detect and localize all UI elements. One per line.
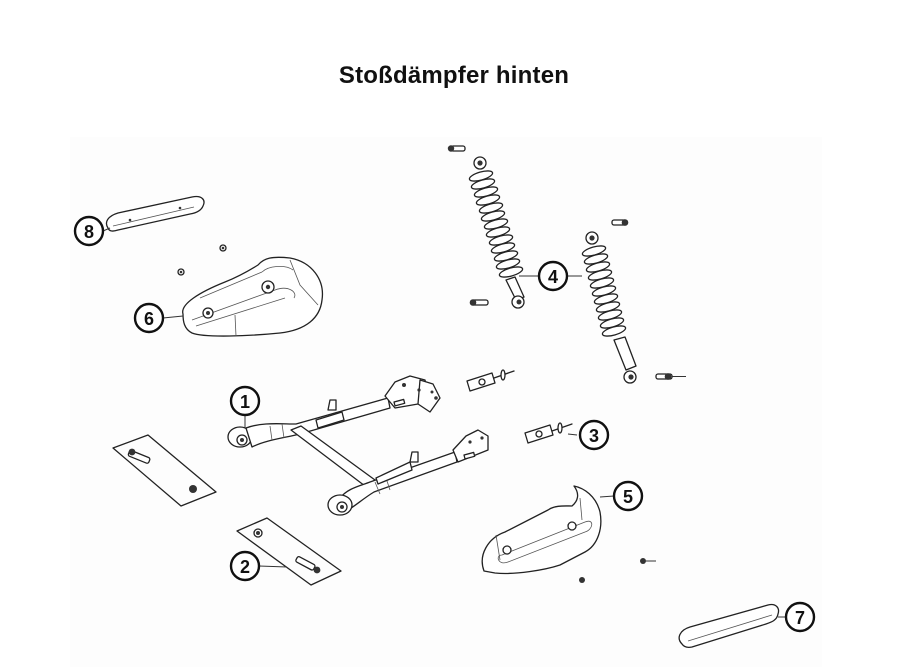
diagram-title: Stoßdämpfer hinten — [338, 62, 570, 89]
bolt-shock-top-right — [611, 219, 629, 226]
screw-small — [640, 558, 656, 564]
part-8-trim-left[interactable] — [105, 195, 205, 232]
part-2-bolt-kit-lower[interactable] — [236, 517, 342, 586]
callout-number: 5 — [623, 487, 633, 507]
part-4-shock-absorber-right[interactable] — [581, 231, 637, 384]
callout-number: 8 — [84, 222, 94, 242]
callout-1[interactable]: 1 — [229, 385, 261, 417]
callout-number: 7 — [795, 608, 805, 628]
bolt-kit-upper — [112, 434, 217, 507]
callout-number: 4 — [548, 267, 558, 287]
callout-8[interactable]: 8 — [73, 215, 105, 247]
callout-number: 6 — [144, 309, 154, 329]
callout-2[interactable]: 2 — [229, 550, 261, 582]
part-3-chain-adjuster-upper[interactable] — [466, 369, 515, 392]
callout-7[interactable]: 7 — [784, 601, 816, 633]
bolt-shock-bottom-right — [655, 373, 686, 380]
bolt-shock-bottom-left — [469, 299, 489, 306]
nut-small — [219, 244, 227, 252]
part-7-trim-right[interactable] — [678, 603, 780, 649]
leader-lines — [102, 227, 786, 618]
part-1-swingarm[interactable] — [227, 375, 489, 516]
callout-3[interactable]: 3 — [578, 419, 610, 451]
diagram-panel — [70, 137, 822, 667]
part-4-shock-absorber-left[interactable] — [468, 156, 525, 309]
part-3-chain-adjuster-lower[interactable] — [524, 422, 573, 444]
part-6-chain-guard-left[interactable] — [182, 256, 324, 337]
callout-number: 1 — [240, 392, 250, 412]
callout-number: 3 — [589, 426, 599, 446]
callout-number: 2 — [240, 557, 250, 577]
screw-small — [579, 577, 585, 583]
callout-6[interactable]: 6 — [133, 302, 165, 334]
nut-small — [177, 268, 185, 276]
bolt-shock-top-left — [447, 145, 466, 152]
callout-5[interactable]: 5 — [612, 480, 644, 512]
callout-4[interactable]: 4 — [537, 260, 569, 292]
part-5-chain-guard-right[interactable] — [481, 485, 602, 575]
